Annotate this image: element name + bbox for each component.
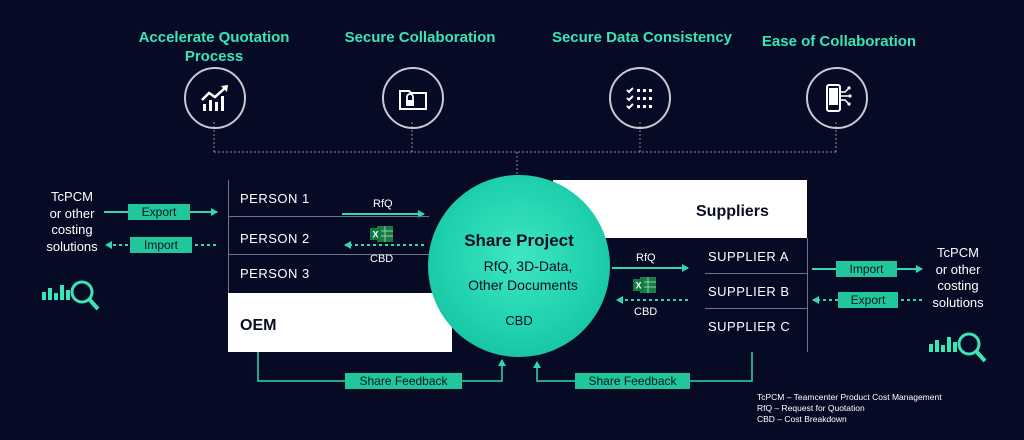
supplier-a-label: SUPPLIER A [708,249,789,264]
benefit-title-ease: Ease of Collaboration [761,33,917,50]
legend-cbd: CBD – Cost Breakdown [757,414,847,424]
analytics-search-icon-right [929,332,987,363]
person-2-label: PERSON 2 [240,231,310,246]
benefit-title-accelerate: Accelerate Quotation Process [138,29,290,65]
right-export-tag: Export [838,292,898,308]
right-import-tag: Import [836,261,897,277]
rfq-right-label: RfQ [636,252,656,264]
legend-tcpcm: TcPCM – Teamcenter Product Cost Manageme… [757,392,942,402]
person-1-label: PERSON 1 [240,191,310,206]
share-project-circle [428,175,610,357]
svg-text:X: X [372,230,378,240]
abbreviation-legend: TcPCM – Teamcenter Product Cost Manageme… [757,392,942,425]
oem-person-table [228,180,441,293]
person-3-label: PERSON 3 [240,266,310,281]
oem-title: OEM [240,317,277,334]
left-import-tag: Import [130,237,192,253]
left-export-tag: Export [128,204,190,220]
cbd-right-label: CBD [634,306,658,318]
cbd-left-label: CBD [370,253,394,265]
benefit-title-data-consistency: Secure Data Consistency [551,29,733,46]
analytics-search-icon-left [42,280,100,311]
supplier-c-label: SUPPLIER C [708,319,791,334]
chart-up-icon [184,67,246,129]
oem-white-panel [228,293,452,352]
share-project-cbd: CBD [505,313,533,328]
right-tool-label: TcPCM or other costing solutions [932,245,984,310]
left-tool-label: TcPCM or other costing solutions [46,189,98,254]
excel-icon-right: X [633,277,656,293]
supplier-b-label: SUPPLIER B [708,284,790,299]
share-project-title: Share Project [464,231,574,250]
rfq-left-label: RfQ [373,198,393,210]
suppliers-title: Suppliers [696,203,769,220]
share-feedback-right: Share Feedback [575,373,690,389]
excel-icon-left: X [370,226,393,242]
share-project-line2: Other Documents [468,277,578,293]
checklist-grid-icon [609,67,671,129]
svg-text:X: X [635,281,641,291]
mobile-network-icon [806,67,868,129]
supplier-table [697,238,808,352]
share-project-line1: RfQ, 3D-Data, [483,258,573,274]
benefit-title-secure-collab: Secure Collaboration [344,29,496,46]
legend-rfq: RfQ – Request for Quotation [757,403,865,413]
share-feedback-left: Share Feedback [345,373,462,389]
locked-folder-icon [382,67,444,129]
